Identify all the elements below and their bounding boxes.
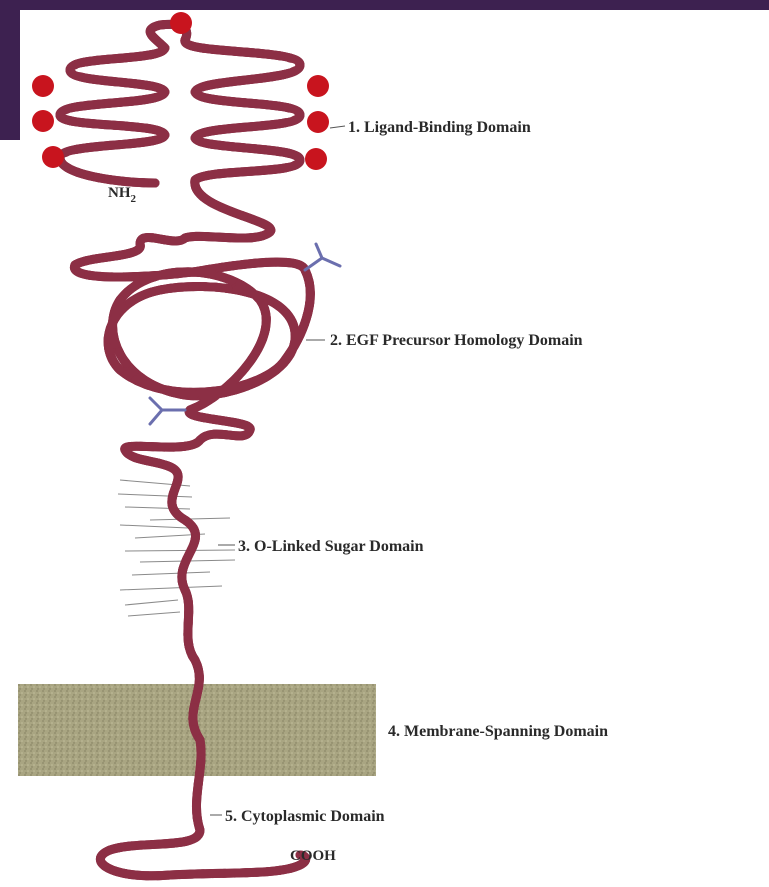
label-cooh: COOH — [290, 848, 336, 864]
label-o-linked-sugar-domain: 3. O-Linked Sugar Domain — [238, 538, 424, 555]
label-cytoplasmic-domain: 5. Cytoplasmic Domain — [225, 808, 385, 825]
binding-dot — [32, 75, 54, 97]
binding-dot — [307, 111, 329, 133]
n-linked-sugar-upper — [305, 244, 340, 270]
label-membrane-spanning-domain: 4. Membrane-Spanning Domain — [388, 723, 608, 740]
n-linked-sugar-lower — [150, 398, 185, 424]
binding-dot — [170, 12, 192, 34]
nh2-subscript: 2 — [131, 193, 137, 205]
o-linked-sugar-chains — [118, 480, 235, 616]
binding-dot — [42, 146, 64, 168]
slide-accent-left-bar — [0, 0, 20, 140]
label-egf-precursor-homology-domain: 2. EGF Precursor Homology Domain — [330, 332, 583, 349]
label-nh2: NH2 — [108, 185, 137, 205]
binding-dot — [32, 110, 54, 132]
binding-dot — [307, 75, 329, 97]
nh2-text: NH — [108, 185, 131, 201]
label-ligand-binding-domain: 1. Ligand-Binding Domain — [348, 119, 531, 136]
slide-accent-top-bar — [0, 0, 769, 10]
binding-dot — [305, 148, 327, 170]
